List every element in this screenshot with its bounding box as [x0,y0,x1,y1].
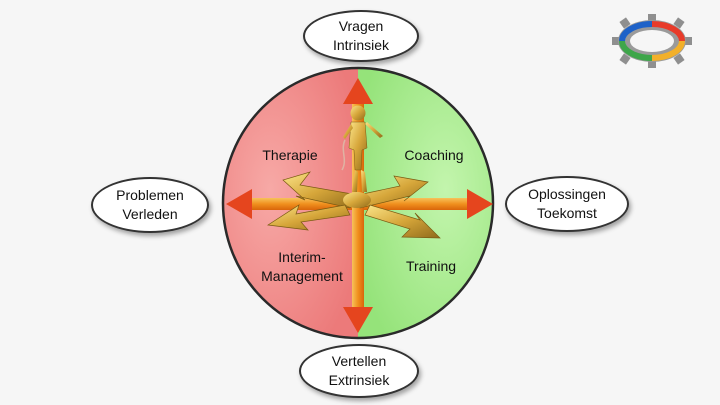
oval-left-line2: Verleden [122,206,178,222]
oval-left-line1: Problemen [116,187,184,203]
quadrant-label-interim-management: Interim- Management [252,248,352,286]
oval-right-line2: Toekomst [537,205,597,221]
golden-figure-on-arrows-icon [267,105,441,239]
oval-top-line1: Vragen [338,18,384,34]
oval-top-vragen-intrinsiek: Vragen Intrinsiek [303,10,419,62]
oval-top-line2: Intrinsiek [332,37,390,53]
quadrant-label-interim-line1: Interim- [278,249,326,265]
oval-right-oplossingen-toekomst: Oplossingen Toekomst [505,176,629,232]
quadrant-label-therapie: Therapie [262,147,318,163]
gear-ring-logo-icon [612,14,692,68]
oval-bottom-line2: Extrinsiek [328,372,390,388]
quadrant-label-coaching: Coaching [404,147,464,163]
oval-bottom-line1: Vertellen [331,353,387,369]
quadrant-label-training: Training [405,258,457,274]
quadrant-label-interim-line2: Management [261,268,343,284]
oval-right-line1: Oplossingen [528,186,606,202]
oval-bottom-vertellen-extrinsiek: Vertellen Extrinsiek [299,344,419,398]
circle-outline [221,66,495,340]
oval-left-problemen-verleden: Problemen Verleden [91,177,209,233]
